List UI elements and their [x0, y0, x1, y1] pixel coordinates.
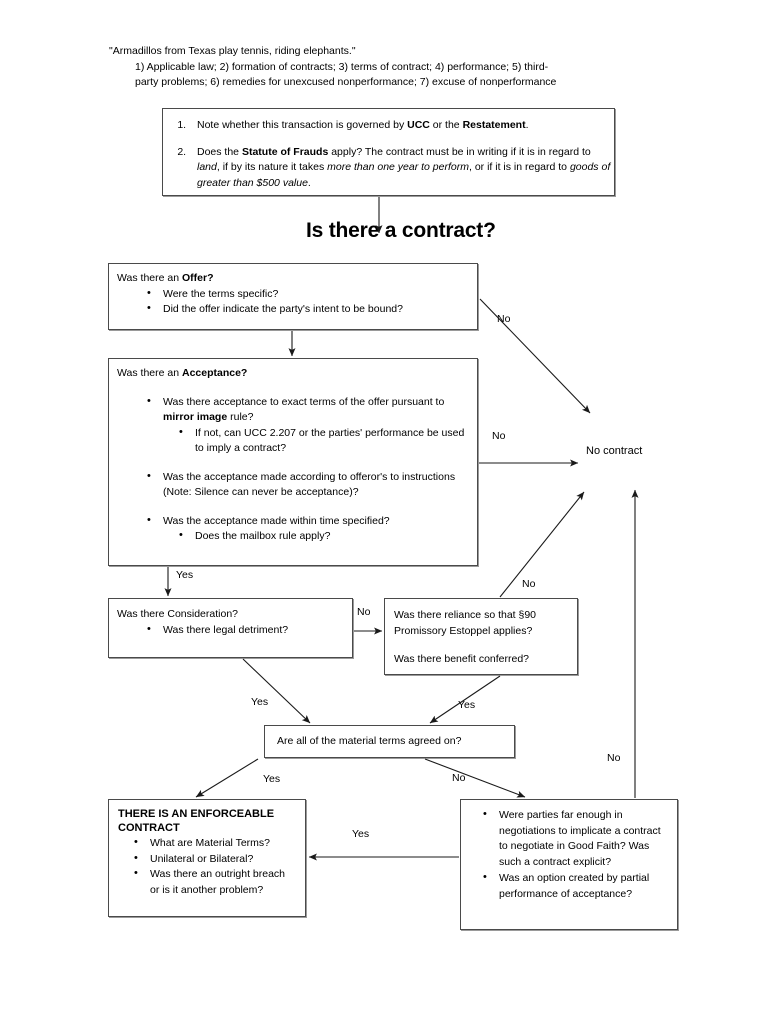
reliance-line-3: Was there benefit conferred?: [394, 653, 530, 665]
list-item: Was an option created by partial perform…: [483, 870, 669, 902]
edge-label-material-yes: Yes: [263, 773, 281, 785]
page-title: Is there a contract?: [306, 219, 496, 242]
material-terms-text: Are all of the material terms agreed on?: [277, 735, 462, 747]
offer-heading-text: Was there an: [117, 272, 182, 284]
list-item: Were parties far enough in negotiations …: [483, 807, 669, 870]
threshold-list: Note whether this transaction is governe…: [163, 109, 614, 191]
threshold-item-2: Does the Statute of Frauds apply? The co…: [189, 145, 614, 192]
consideration-bullet-list: Was there legal detriment?: [117, 622, 342, 639]
threshold-item-1-text-c: or the: [429, 119, 463, 131]
reliance-line-1: Was there reliance so that §90: [394, 609, 537, 621]
enforceable-contract-box: THERE IS AN ENFORCEABLE CONTRACT What ar…: [108, 799, 306, 917]
mnemonic-line-2: party problems; 6) remedies for unexcuse…: [135, 76, 557, 88]
enforceable-title-line-1: THERE IS AN ENFORCEABLE: [118, 808, 275, 820]
edge-label-reliance-yes: Yes: [458, 699, 476, 711]
acceptance-b1-text-c: rule?: [227, 411, 254, 423]
arrow-material-yes-to-enforceable: [195, 758, 259, 798]
land-term: land: [197, 161, 217, 173]
list-item: Was there acceptance to exact terms of t…: [147, 394, 465, 457]
ucc-term: UCC: [407, 119, 430, 131]
list-item: Was there an outright breach or is it an…: [134, 866, 297, 898]
goods-value-term: goods of greater than $500 value: [197, 161, 611, 189]
offer-bullet-list: Were the terms specific? Did the offer i…: [117, 286, 467, 318]
list-item: Did the offer indicate the party's inten…: [147, 301, 467, 318]
acceptance-box: Was there an Acceptance? Was there accep…: [108, 358, 478, 566]
no-contract-terminal: No contract: [586, 445, 643, 457]
consideration-heading: Was there Consideration?: [117, 608, 239, 620]
list-item: Was there legal detriment?: [147, 622, 342, 639]
reliance-line-2: Promissory Estoppel applies?: [394, 624, 533, 637]
intro-text-block: "Armadillos from Texas play tennis, ridi…: [109, 44, 669, 91]
reliance-box: Was there reliance so that §90 Promissor…: [384, 598, 578, 675]
acceptance-sub-list-2: Does the mailbox rule apply?: [163, 528, 465, 545]
acceptance-sub-list-1: If not, can UCC 2.207 or the parties' pe…: [163, 425, 465, 457]
edge-label-negotiations-yes: Yes: [352, 828, 370, 840]
acceptance-term: Acceptance?: [181, 367, 248, 379]
arrow-consideration-yes-to-material-terms: [242, 658, 311, 724]
list-item: What are Material Terms?: [134, 835, 297, 852]
acceptance-b3-text: Was the acceptance made within time spec…: [163, 514, 390, 527]
mnemonic-line-1: 1) Applicable law; 2) formation of contr…: [135, 60, 549, 73]
statute-of-frauds-term: Statute of Frauds: [241, 145, 329, 158]
negotiations-bullet-list: Were parties far enough in negotiations …: [467, 807, 669, 902]
offer-box: Was there an Offer? Were the terms speci…: [108, 263, 478, 330]
restatement-term: Restatement: [462, 119, 526, 131]
edge-label-reliance-no: No: [522, 578, 536, 590]
edge-label-material-no: No: [452, 772, 466, 784]
one-year-term: more than one year to perform: [327, 161, 469, 173]
acceptance-b1-text-a: Was there acceptance to exact terms of t…: [163, 395, 445, 408]
edge-label-offer-no: No: [497, 313, 511, 325]
edge-label-negotiations-no: No: [607, 752, 621, 764]
list-item: Was the acceptance made within time spec…: [147, 513, 465, 545]
list-item: Were the terms specific?: [147, 286, 467, 303]
offer-term: Offer?: [181, 272, 214, 284]
arrow-reliance-no-to-no-contract: [499, 491, 585, 598]
list-item: Unilateral or Bilateral?: [134, 851, 297, 868]
mirror-image-term: mirror image: [163, 411, 228, 423]
edge-label-consideration-no: No: [357, 606, 371, 618]
arrow-material-no-to-negotiations: [424, 758, 526, 798]
enforceable-bullet-list: What are Material Terms? Unilateral or B…: [118, 835, 297, 898]
consideration-box: Was there Consideration? Was there legal…: [108, 598, 353, 658]
material-terms-box: Are all of the material terms agreed on?: [264, 725, 515, 758]
list-item: If not, can UCC 2.207 or the parties' pe…: [179, 425, 465, 457]
list-item: Was the acceptance made according to off…: [147, 469, 465, 501]
threshold-item-1-text-a: Note whether this transaction is governe…: [197, 119, 408, 131]
acceptance-heading-text: Was there an: [117, 367, 182, 379]
list-item: Does the mailbox rule apply?: [179, 528, 465, 545]
threshold-item-2-text-e: , if by its nature it takes: [216, 161, 328, 173]
edge-label-consideration-yes: Yes: [251, 696, 269, 708]
offer-heading: Was there an Offer?: [117, 271, 467, 287]
edge-label-acceptance-yes: Yes: [176, 569, 194, 581]
threshold-item-2-text-g: , or if it is in regard to: [468, 161, 570, 173]
threshold-questions-box: Note whether this transaction is governe…: [162, 108, 615, 196]
acceptance-heading: Was there an Acceptance?: [117, 366, 465, 382]
edge-label-acceptance-no: No: [492, 430, 506, 442]
acceptance-bullet-list: Was there acceptance to exact terms of t…: [117, 394, 465, 545]
threshold-item-2-text-c: apply? The contract must be in writing i…: [328, 145, 591, 158]
enforceable-title-line-2: CONTRACT: [118, 822, 180, 834]
negotiations-box: Were parties far enough in negotiations …: [460, 799, 678, 930]
threshold-item-2-text-a: Does the: [197, 145, 242, 158]
threshold-item-1: Note whether this transaction is governe…: [189, 118, 614, 134]
quote-line: "Armadillos from Texas play tennis, ridi…: [109, 45, 356, 57]
threshold-item-2-text-i: .: [307, 176, 311, 189]
threshold-item-1-text-e: .: [525, 119, 529, 131]
